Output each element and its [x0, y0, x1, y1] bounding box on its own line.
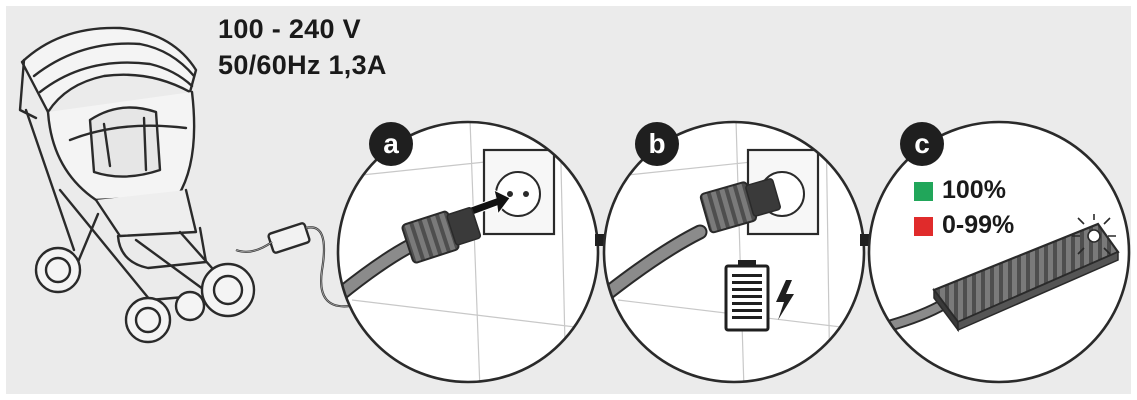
- voltage-spec: 100 - 240 V: [218, 14, 361, 44]
- step-badge-b: b: [635, 122, 679, 166]
- led-blink-icon: [1072, 214, 1116, 255]
- step-badge-c: c: [900, 122, 944, 166]
- charger-icon: [932, 222, 1120, 333]
- plug-icon: [699, 178, 781, 234]
- step-label: b: [648, 128, 665, 159]
- step-c-panel: [867, 120, 1131, 384]
- step-label: a: [383, 128, 399, 159]
- step-b-panel: [602, 120, 866, 384]
- stroller-icon: [18, 26, 311, 344]
- status-full-label: 100%: [942, 176, 1006, 204]
- status-partial-label: 0-99%: [942, 211, 1015, 239]
- status-full-swatch: [914, 182, 933, 201]
- step-badge-a: a: [369, 122, 413, 166]
- frequency-current-spec: 50/60Hz 1,3A: [218, 50, 387, 80]
- battery-icon: [724, 260, 770, 332]
- status-partial-swatch: [914, 217, 933, 236]
- step-a-panel: [336, 120, 600, 384]
- arrow-right-icon: [467, 189, 511, 217]
- plug-icon: [401, 207, 482, 264]
- lightning-icon: [776, 280, 794, 320]
- step-label: c: [914, 128, 930, 159]
